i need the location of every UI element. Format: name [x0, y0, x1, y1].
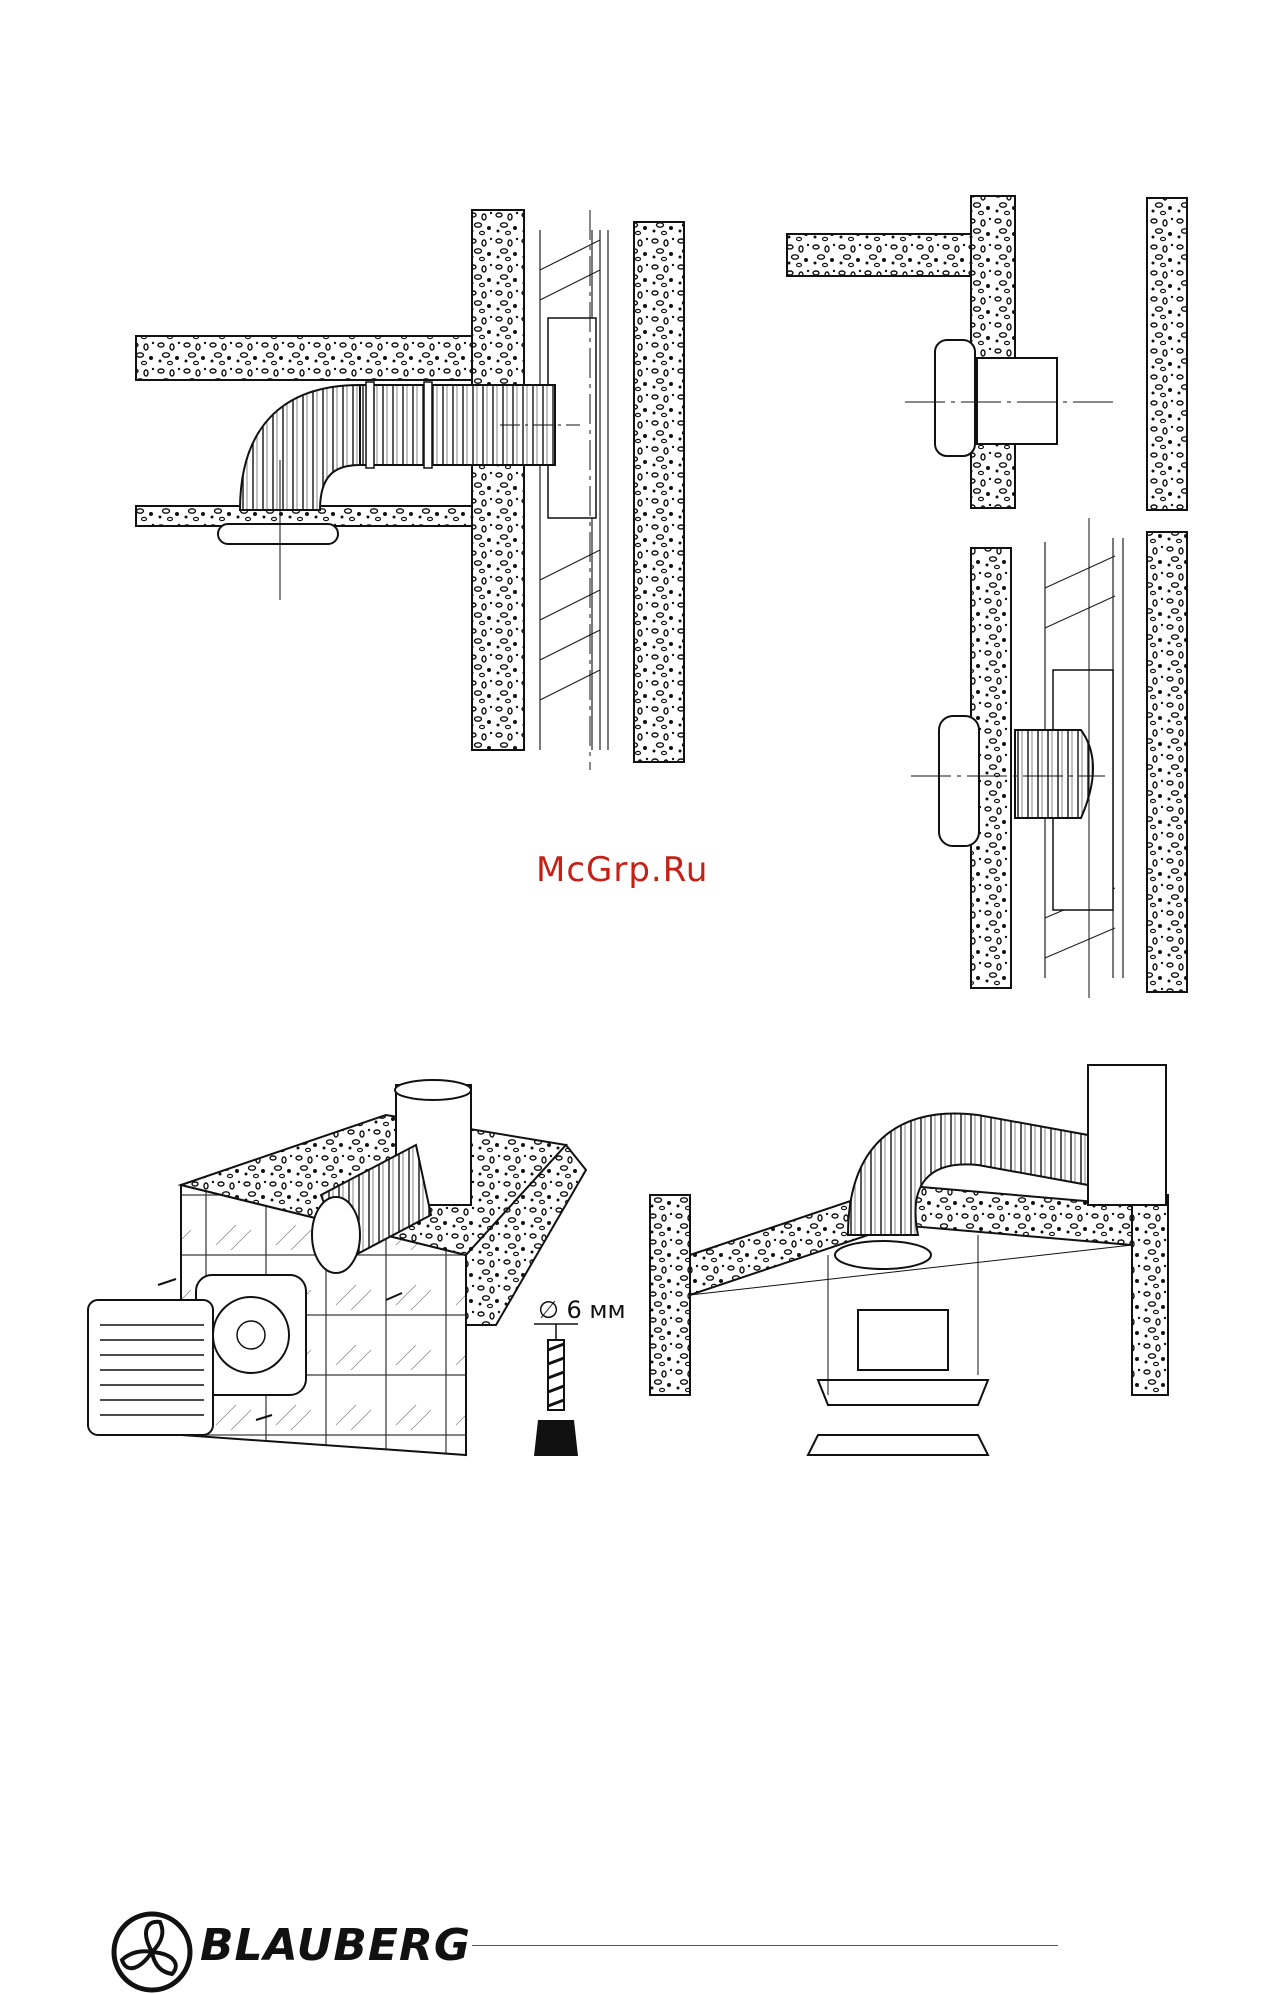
brand-name: BLAUBERG	[200, 1920, 471, 1971]
diagram-exploded-ceiling	[648, 1055, 1188, 1475]
diagram-wall-shaft	[905, 518, 1195, 998]
watermark: McGrp.Ru	[536, 850, 708, 890]
footer-rule	[472, 1945, 1058, 1946]
drill-bit-icon	[528, 1320, 584, 1460]
diagram-wall-horizontal	[785, 190, 1195, 510]
fan-logo-icon	[110, 1910, 194, 1994]
diagram-ceiling-duct	[130, 210, 700, 770]
drill-diameter-label: ∅ 6 мм	[538, 1296, 626, 1324]
